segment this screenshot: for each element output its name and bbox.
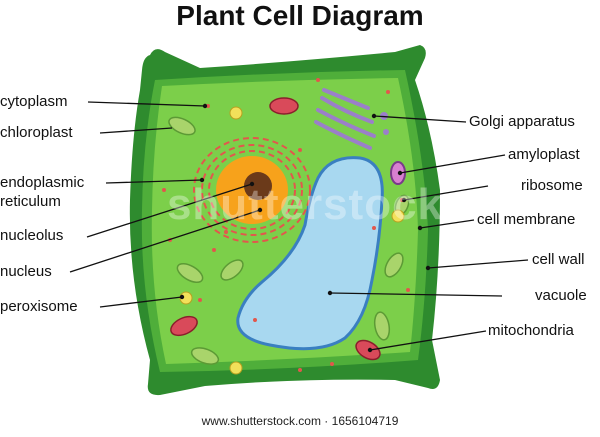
label-nucleus: nucleus bbox=[0, 263, 52, 280]
endoplasmic-reticulum bbox=[193, 137, 311, 243]
golgi-vesicle bbox=[383, 129, 389, 135]
label-mitochondria: mitochondria bbox=[488, 322, 574, 339]
peroxisome-shape bbox=[229, 361, 243, 375]
label-vacuole: vacuole bbox=[535, 287, 587, 304]
footer-credit: www.shutterstock.com · 1656104719 bbox=[201, 414, 399, 428]
label-endoplasmic: endoplasmic bbox=[0, 174, 85, 191]
watermark: shutterstock bbox=[166, 180, 444, 229]
label-golgi: Golgi apparatus bbox=[469, 113, 575, 130]
leader-lines bbox=[69, 101, 529, 351]
label-peroxisome: peroxisome bbox=[0, 298, 78, 315]
label-ribosome: ribosome bbox=[521, 177, 583, 194]
label-cell-membrane: cell membrane bbox=[477, 211, 576, 228]
golgi-apparatus bbox=[314, 88, 376, 150]
golgi-vesicle bbox=[380, 112, 388, 120]
page-title: Plant Cell Diagram bbox=[176, 0, 424, 31]
label-cytoplasm: cytoplasm bbox=[0, 93, 68, 110]
label-reticulum: reticulum bbox=[0, 193, 61, 210]
leader-dots bbox=[179, 103, 431, 353]
vacuole-shape bbox=[236, 156, 384, 351]
peroxisome-shape bbox=[229, 106, 243, 120]
chloroplasts bbox=[168, 116, 410, 365]
peroxisome-shape bbox=[179, 291, 193, 305]
label-cell-wall: cell wall bbox=[532, 251, 585, 268]
label-nucleolus: nucleolus bbox=[0, 227, 64, 244]
nucleolus-shape bbox=[244, 172, 272, 200]
peroxisome-shape bbox=[391, 209, 405, 223]
label-amyloplast: amyloplast bbox=[508, 146, 580, 163]
label-chloroplast: chloroplast bbox=[0, 124, 73, 141]
